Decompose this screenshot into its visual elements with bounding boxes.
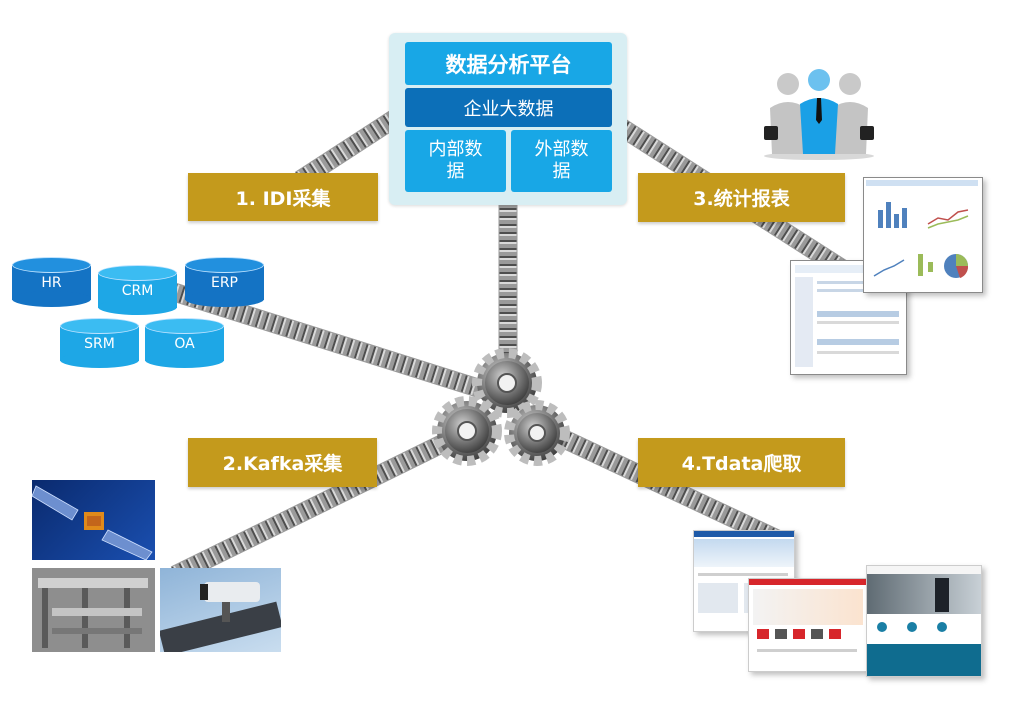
platform-subtitle: 企业大数据 bbox=[405, 88, 612, 127]
db-hr: HR bbox=[12, 257, 91, 307]
db-label: HR bbox=[41, 275, 62, 291]
db-crm: CRM bbox=[98, 265, 177, 315]
db-label: OA bbox=[174, 336, 195, 352]
db-label: CRM bbox=[121, 283, 154, 299]
label-idi: 1. IDI采集 bbox=[188, 173, 378, 221]
label-kafka: 2.Kafka采集 bbox=[188, 438, 377, 487]
business-people-icon bbox=[764, 69, 874, 160]
external-data-box: 外部数据 bbox=[511, 130, 612, 192]
db-erp: ERP bbox=[185, 257, 264, 307]
data-platform: 数据分析平台 企业大数据 内部数据 外部数据 bbox=[389, 33, 627, 205]
spring-bottom-left bbox=[170, 421, 475, 584]
spring-top-left bbox=[117, 265, 503, 405]
db-label: SRM bbox=[84, 336, 115, 352]
report-charts bbox=[873, 202, 969, 278]
internal-data-box: 内部数据 bbox=[405, 130, 506, 192]
satellite-icon bbox=[32, 485, 153, 560]
spring-top-left-upper bbox=[294, 107, 406, 188]
report-document-front bbox=[863, 177, 983, 293]
label-report: 3.统计报表 bbox=[638, 173, 845, 222]
gears-icon bbox=[432, 348, 570, 466]
web-page-2 bbox=[748, 578, 868, 672]
db-srm: SRM bbox=[60, 318, 139, 368]
spring-bottom-right bbox=[540, 421, 795, 554]
db-label: ERP bbox=[210, 275, 238, 291]
camera-photo bbox=[160, 568, 281, 652]
platform-title: 数据分析平台 bbox=[405, 42, 612, 85]
satellite-photo bbox=[32, 480, 155, 560]
factory-icon bbox=[32, 568, 155, 652]
label-tdata: 4.Tdata爬取 bbox=[638, 438, 845, 487]
db-oa: OA bbox=[145, 318, 224, 368]
security-camera-icon bbox=[160, 582, 281, 652]
web-page-3 bbox=[866, 565, 982, 677]
factory-photo bbox=[32, 568, 155, 652]
